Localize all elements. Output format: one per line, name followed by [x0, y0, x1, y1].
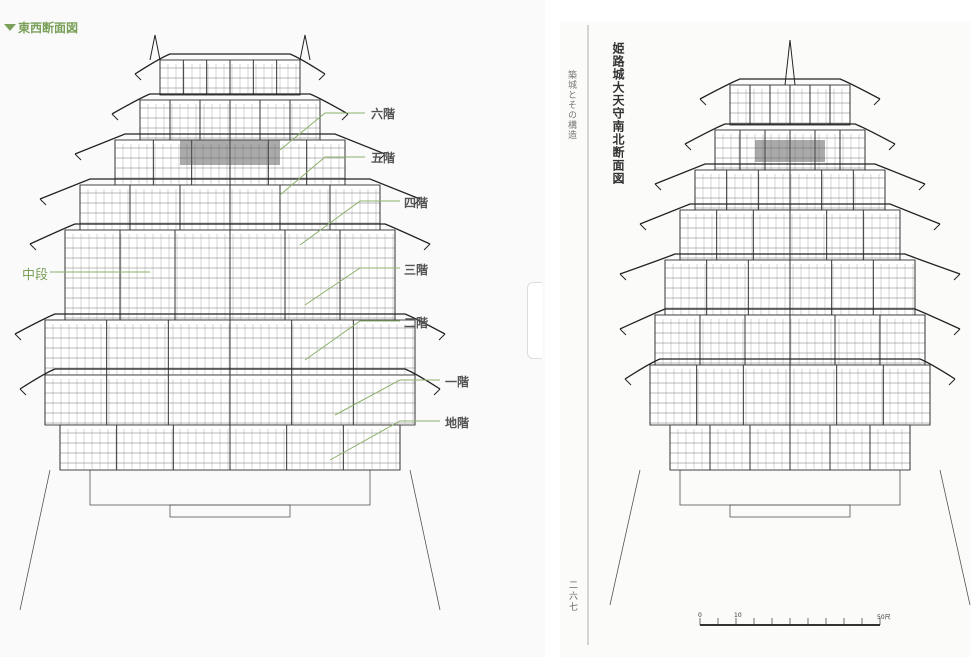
diamond-icon [4, 24, 16, 31]
line-work [111, 113, 119, 121]
roof-eave [639, 203, 941, 225]
line-work [873, 98, 881, 106]
roof-eave [111, 93, 349, 115]
roof-eave [699, 78, 881, 100]
scale-tick-0: 0 [698, 612, 702, 619]
line-work [413, 198, 421, 206]
roof-eave [14, 313, 446, 335]
line-work [14, 333, 22, 341]
line-work [918, 183, 926, 191]
roof-eave [684, 123, 896, 145]
line-work [433, 388, 441, 396]
line-work [378, 153, 386, 161]
stone-base [19, 469, 441, 611]
left-title-text: 東西断面図 [18, 21, 79, 35]
leader-line [279, 112, 365, 151]
line-work [624, 378, 632, 386]
finial [784, 39, 796, 86]
top-floor-window [180, 140, 280, 165]
line-work [39, 198, 47, 206]
line-work [654, 183, 662, 191]
label-floor-1: 一階 [445, 375, 470, 389]
foundation [679, 469, 901, 506]
label-basement: 地階 [445, 416, 470, 430]
line-work [619, 273, 627, 281]
label-mid-level: 中段 [22, 268, 49, 283]
roof-eave [134, 53, 326, 75]
line-work [29, 243, 37, 251]
line-work [341, 113, 349, 121]
left-diagram-title: 東西断面図 [4, 19, 78, 36]
line-work [74, 153, 82, 161]
line-work [684, 143, 692, 151]
line-work [134, 73, 142, 81]
label-floor-5: 五階 [371, 151, 396, 165]
chapter-title: 築城とその構造 [566, 70, 576, 140]
roof-eave [619, 308, 961, 330]
stone-base [609, 469, 971, 606]
foundation-step [729, 504, 851, 518]
line-work [888, 143, 896, 151]
line-work [639, 223, 647, 231]
roof-eave [29, 223, 431, 245]
foundation [89, 469, 371, 506]
page-edge-tab [527, 282, 542, 359]
line-work [953, 273, 961, 281]
line-work [318, 73, 326, 81]
leader-line [304, 267, 400, 306]
roof-eave [619, 253, 961, 275]
line-work [438, 333, 446, 341]
label-floor-2: 二階 [404, 316, 429, 330]
label-floor-4: 四階 [404, 196, 429, 210]
leader-line [279, 156, 365, 196]
line-work [619, 328, 627, 336]
leader-line [304, 320, 400, 361]
roof-eave [39, 178, 421, 200]
line-work [19, 388, 27, 396]
shachihoko-ornament [149, 34, 311, 61]
top-floor-window-right [755, 140, 825, 162]
line-work [423, 243, 431, 251]
foundation-step [169, 504, 291, 518]
leader-line [299, 200, 400, 246]
leader-line [334, 379, 440, 416]
line-work [948, 378, 956, 386]
leader-line [329, 420, 440, 461]
scale-tick-50: 50尺 [877, 614, 891, 621]
line-work [953, 328, 961, 336]
roof-eave [74, 133, 386, 155]
scale-tick-10: 10 [734, 612, 742, 619]
line-work [699, 98, 707, 106]
line-work [933, 223, 941, 231]
label-floor-6: 六階 [371, 107, 396, 121]
page-number: 二六七 [567, 580, 577, 613]
label-floor-3: 三階 [404, 263, 429, 277]
roof-eave [654, 163, 926, 185]
right-diagram-title: 姫路城大天守南北断面図 [611, 42, 625, 185]
roof-eave [624, 358, 956, 380]
